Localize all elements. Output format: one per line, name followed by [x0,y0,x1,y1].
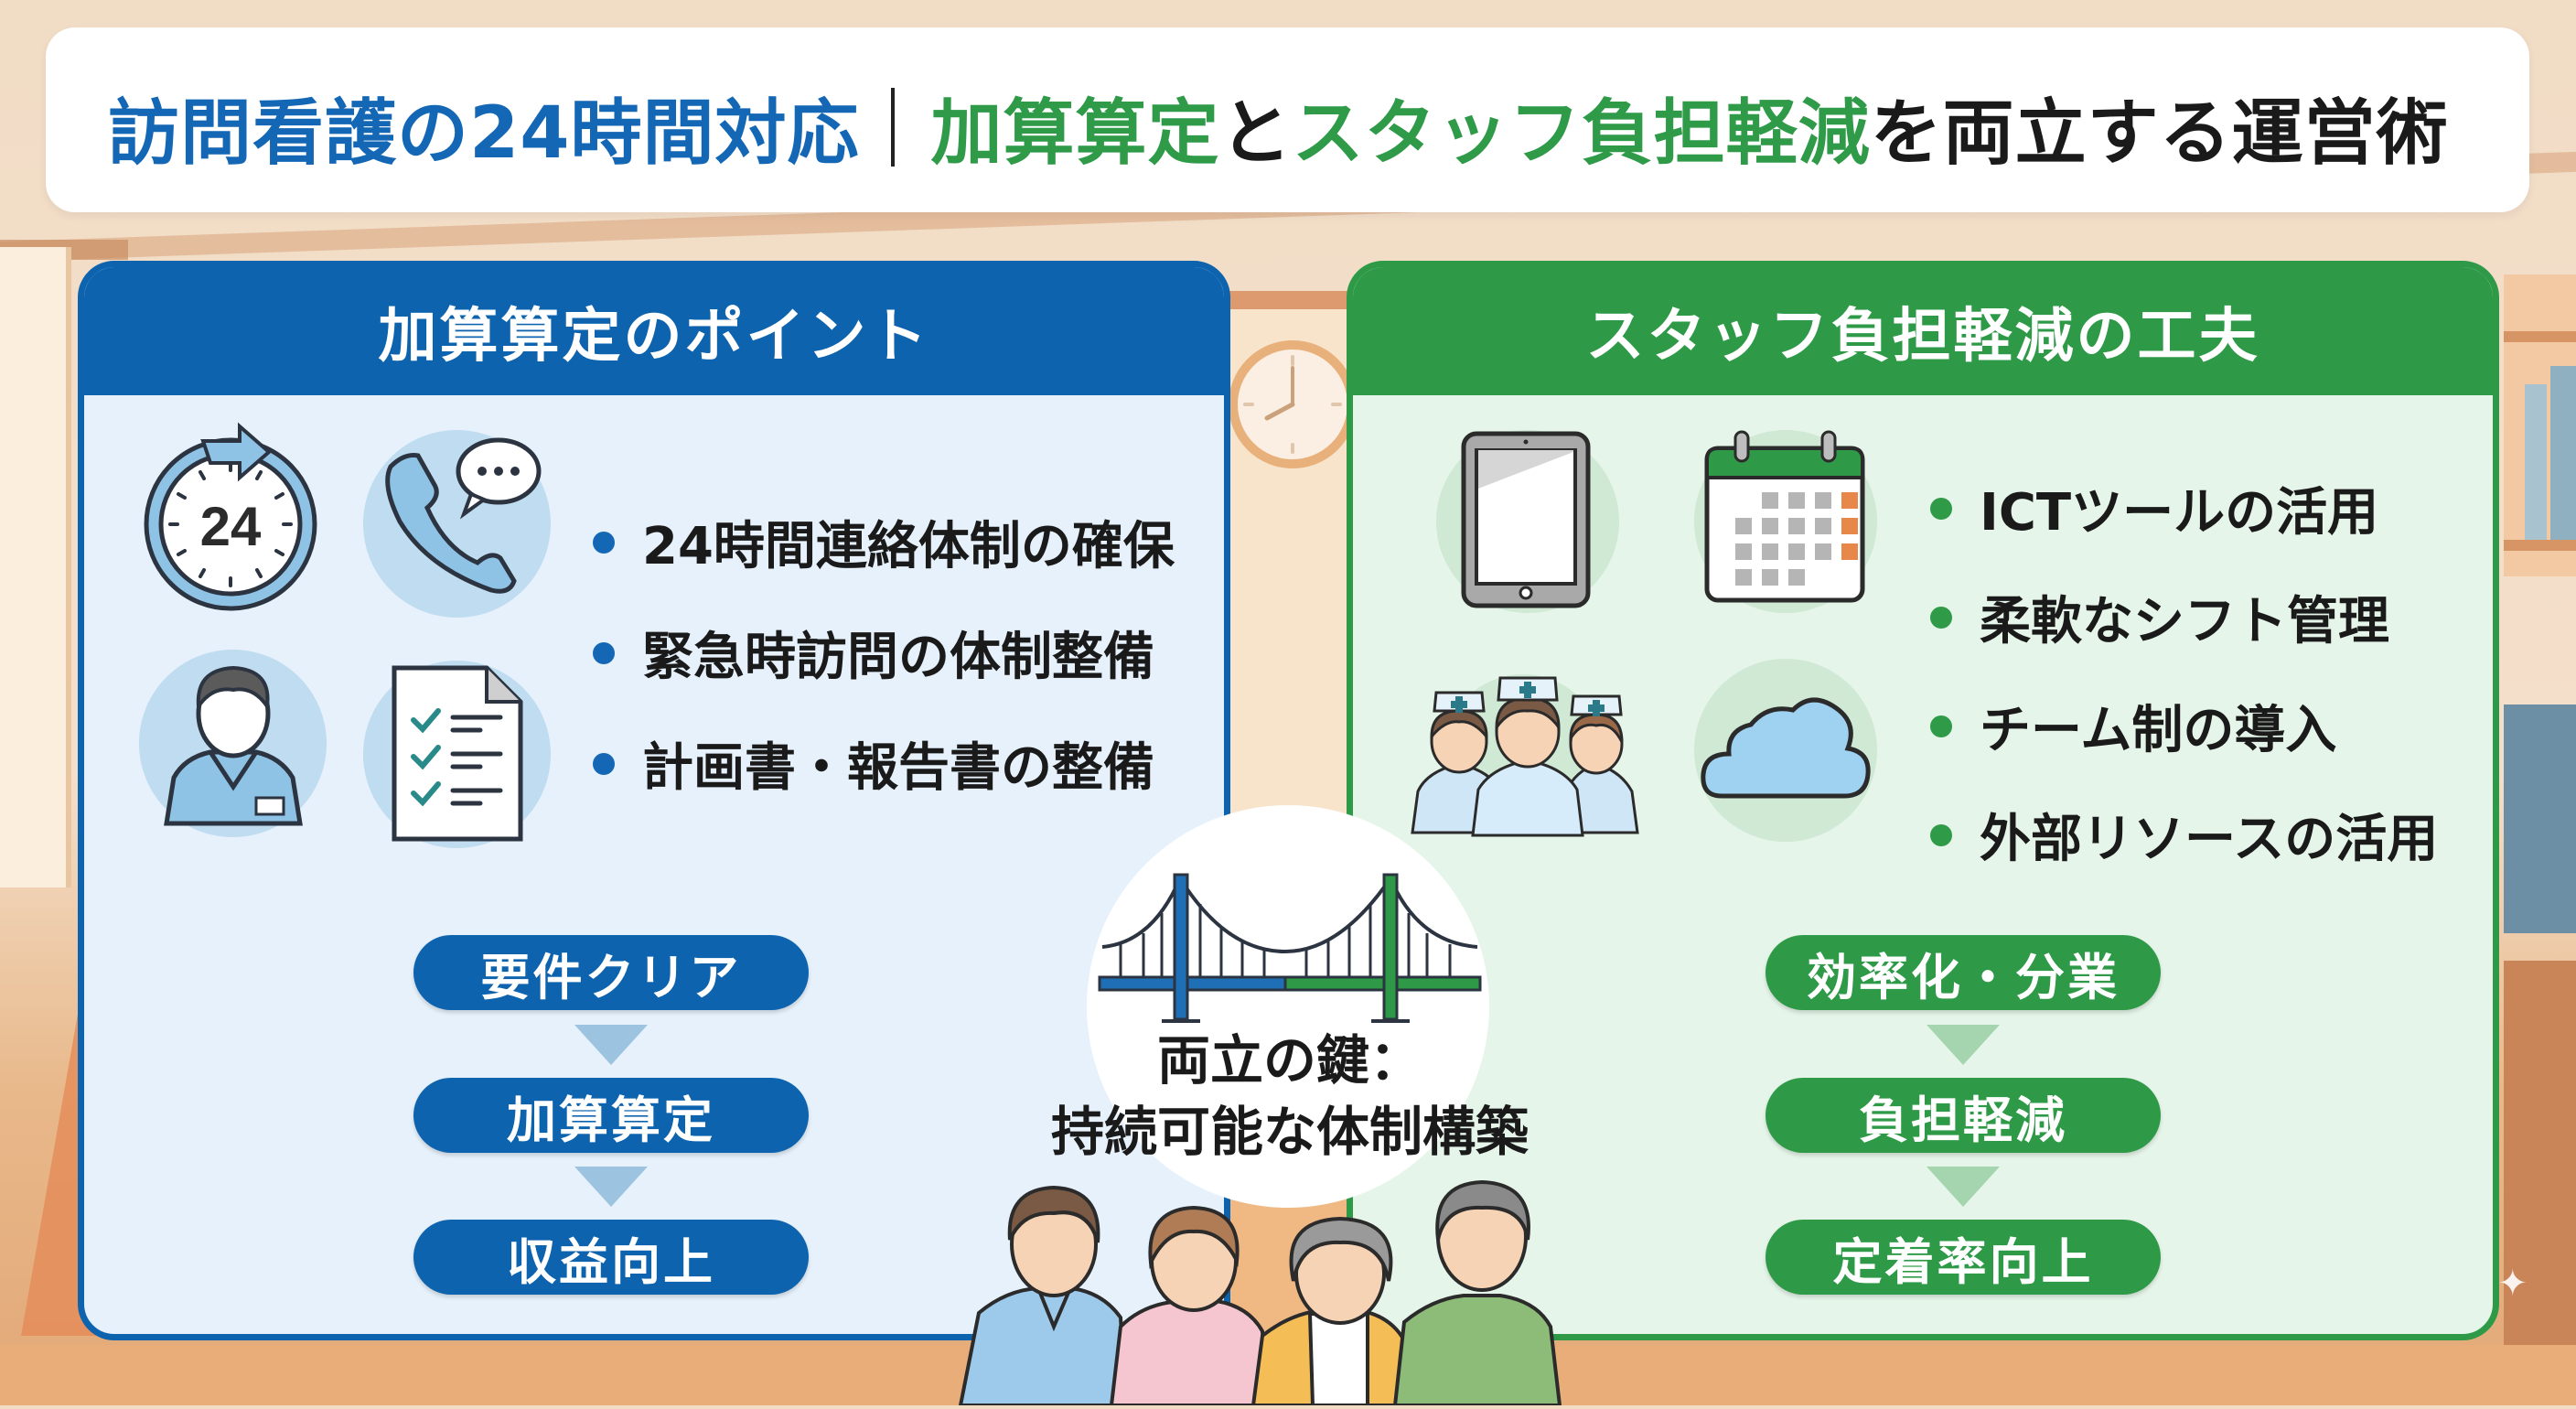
flow-arrow-down-icon [574,1025,648,1065]
center-key-line2: 持続可能な体制構築 [1050,1101,1529,1163]
list-item-label: ICTツールの活用 [1980,483,2379,543]
flow-arrow-down-icon [1927,1025,2000,1065]
list-item: 24時間連絡体制の確保 [593,505,1175,579]
bullet-dot-icon [1930,715,1952,737]
center-key-message: 両立の鍵： 持続可能な体制構築 [1006,1025,1573,1167]
bridge-icon [1098,860,1482,1025]
list-item-label: 計画書・報告書の整備 [642,738,1154,798]
flow-arrow-down-icon [1927,1167,2000,1207]
list-item-label: 外部リソースの活用 [1980,810,2439,869]
people-illustration [951,1153,1628,1407]
tablet-icon [1436,430,1619,613]
list-item-label: 柔軟なシフト管理 [1980,592,2389,651]
title-keyword-staff: スタッフ負担軽減 [1292,92,1871,175]
background-shelf-board [2504,540,2576,551]
24-hour-clock-icon: 24 [139,419,322,611]
list-item-label: 24時間連絡体制の確保 [642,517,1175,576]
list-item: 緊急時訪問の体制整備 [593,616,1175,690]
background-wood-strip [1226,291,1354,309]
page-title: 訪問看護の24時間対応 加算算定 と スタッフ負担軽減 を両立する運営術 [108,77,2449,177]
calendar-icon [1694,430,1877,613]
title-connector: と [1219,92,1293,175]
svg-text:24: 24 [200,496,262,557]
list-item-label: チーム制の導入 [1980,701,2337,760]
center-key-circle [1087,805,1489,1208]
flow-step-retention: 定着率向上 [1766,1220,2161,1295]
bullet-dot-icon [1930,606,1952,629]
title-suffix: を両立する運営術 [1870,92,2449,175]
flow-step-burden-reduction: 負担軽減 [1766,1078,2161,1153]
cloud-icon [1694,659,1877,842]
flow-step-efficiency: 効率化・分業 [1766,935,2161,1010]
title-main: 訪問看護の24時間対応 [108,92,860,175]
checklist-document-icon [363,661,551,848]
nurse-team-icon [1409,654,1656,837]
list-item: 柔軟なシフト管理 [1930,580,2438,654]
center-key-line1: 両立の鍵： [1156,1029,1422,1092]
flow-arrow-down-icon [574,1167,648,1207]
addition-points-list: 24時間連絡体制の確保 緊急時訪問の体制整備 計画書・報告書の整備 [593,505,1175,801]
background-book [2550,366,2576,540]
bullet-dot-icon [593,531,615,554]
list-item: ICTツールの活用 [1930,471,2438,545]
phone-chat-icon [363,430,551,618]
title-divider [890,88,895,167]
background-window [0,247,71,887]
wall-clock-icon [1229,340,1357,468]
bullet-dot-icon [593,641,615,664]
panel-header: 加算算定のポイント [84,267,1224,395]
nurse-avatar-icon [139,650,327,837]
list-item-label: 緊急時訪問の体制整備 [642,628,1154,687]
background-shelf-board [2504,331,2576,342]
list-item: チーム制の導入 [1930,689,2438,763]
bullet-dot-icon [1930,823,1952,846]
background-book [2525,384,2547,540]
flow-step-requirements: 要件クリア [413,935,809,1010]
flow-step-revenue: 収益向上 [413,1220,809,1295]
background-monitor [2504,704,2576,933]
bullet-dot-icon [1930,497,1952,520]
sparkle-icon: ✦ [2497,1263,2528,1305]
bullet-dot-icon [593,752,615,775]
staff-burden-list: ICTツールの活用 柔軟なシフト管理 チーム制の導入 外部リソースの活用 [1930,471,2438,872]
panel-header: スタッフ負担軽減の工夫 [1353,267,2493,395]
title-keyword-addition: 加算算定 [930,92,1220,175]
list-item: 計画書・報告書の整備 [593,726,1175,801]
flow-step-addition: 加算算定 [413,1078,809,1153]
list-item: 外部リソースの活用 [1930,798,2438,872]
background-desk [2504,961,2576,1345]
title-card [46,27,2529,212]
